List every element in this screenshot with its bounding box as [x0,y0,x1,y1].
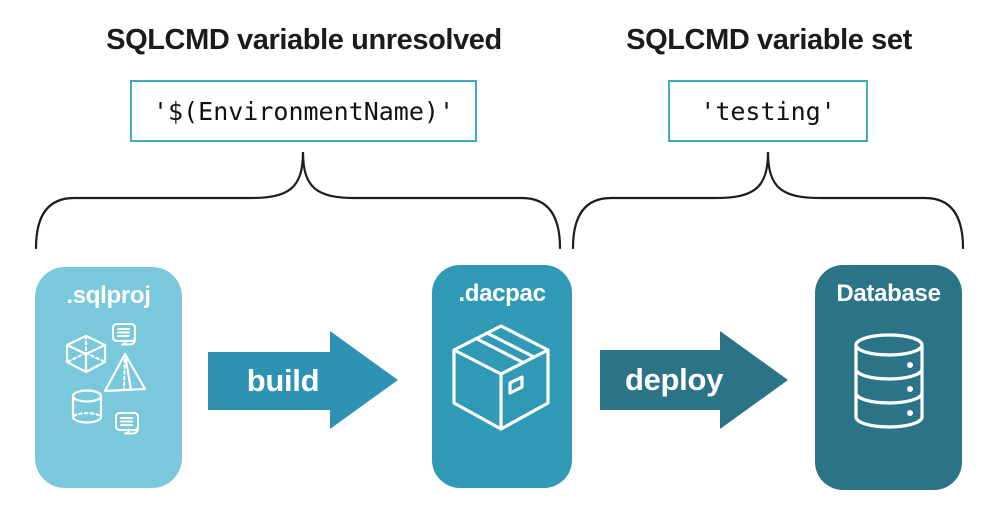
database-node-label: Database [836,280,941,307]
dacpac-node: .dacpac [432,265,572,488]
db-dot [907,362,913,368]
sqlproj-node: .sqlproj [35,267,182,488]
pyramid-icon [103,352,147,393]
code-box-testing-value: 'testing' [668,80,868,142]
scroll-icon [115,412,139,435]
code-text-unresolved: '$(EnvironmentName)' [152,96,455,126]
database-cylinder-icon [854,333,924,429]
sqlproj-node-label: .sqlproj [66,282,151,309]
deploy-arrow-label: deploy [624,362,724,397]
db-dot [907,410,913,416]
database-node: Database [815,265,962,490]
cube-icon [65,334,107,374]
dacpac-node-label: .dacpac [458,280,546,307]
heading-unresolved: SQLCMD variable unresolved [106,24,502,56]
sql-objects-icons [65,323,147,435]
code-text-set: 'testing' [700,96,836,126]
left-brace [34,151,562,250]
code-box-environment-variable: '$(EnvironmentName)' [130,80,477,142]
right-brace [571,151,965,250]
package-box-icon [452,324,550,431]
build-arrow-label: build [246,363,320,398]
heading-set: SQLCMD variable set [626,24,912,56]
cylinder-icon [71,389,103,424]
build-arrow-icon [208,331,398,429]
deploy-arrow-icon [600,331,788,429]
scroll-icon [112,323,136,346]
db-dot [907,386,913,392]
